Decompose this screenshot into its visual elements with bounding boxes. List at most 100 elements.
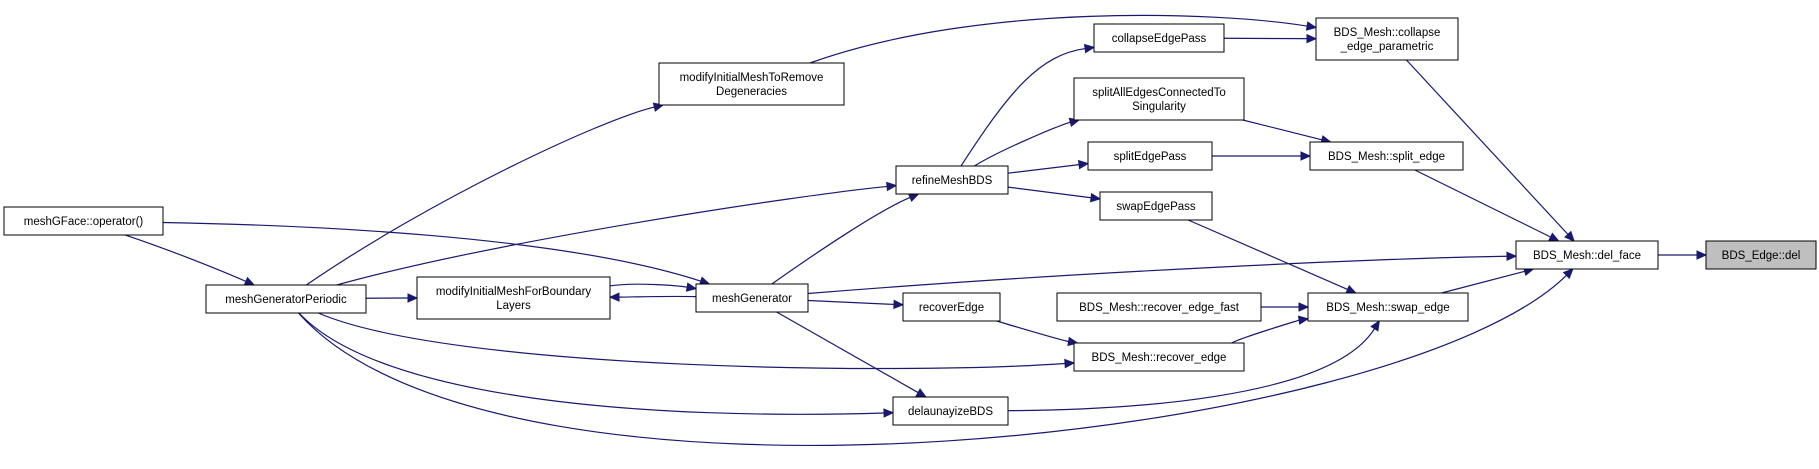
edge-arrowhead: [1564, 230, 1575, 242]
edge-line: [618, 295, 697, 298]
node-box: [658, 62, 845, 106]
node-label: Degeneracies: [716, 86, 787, 98]
node-label: refineMeshBDS: [912, 175, 993, 187]
edge-line: [162, 221, 701, 282]
node-label: BDS_Mesh::recover_edge: [1092, 352, 1227, 364]
node-label: BDS_Edge::del: [1722, 250, 1801, 262]
node-box: [695, 283, 809, 313]
edge-arrowhead: [608, 292, 620, 302]
edge-line: [1230, 319, 1300, 345]
edge-line: [809, 14, 1308, 64]
node-delface[interactable]: BDS_Mesh::del_face: [1515, 240, 1659, 270]
node-box: [1073, 77, 1245, 121]
node-box: [1099, 191, 1213, 221]
edge-line: [297, 274, 1567, 447]
node-split[interactable]: BDS_Mesh::split_edge: [1309, 141, 1464, 171]
node-ref[interactable]: refineMeshBDS: [895, 165, 1009, 195]
edge-arrowhead: [1077, 159, 1090, 170]
edge-line: [776, 311, 919, 394]
edge-mg-to-recover: [807, 299, 905, 310]
edge-line: [807, 255, 1508, 295]
edge-line: [771, 196, 911, 285]
edge-line: [1007, 328, 1376, 412]
edge-mgp-to-mimfbl: [365, 293, 419, 303]
node-box: [1087, 141, 1213, 171]
edge-mg-to-dela: [776, 311, 927, 398]
node-label: delaunayizeBDS: [908, 406, 993, 418]
edge-op-to-mgp: [125, 234, 256, 286]
edge-dela-to-swap: [1007, 319, 1380, 412]
node-box: [1315, 17, 1459, 61]
node-mg[interactable]: meshGenerator: [695, 283, 809, 313]
node-box: [895, 165, 1009, 195]
edge-arrowhead: [1548, 232, 1560, 242]
edge-arrowhead: [1083, 43, 1096, 54]
edge-line: [960, 47, 1086, 167]
edge-cep-to-collapse: [1223, 33, 1318, 44]
node-box: [1515, 240, 1659, 270]
edge-mgp-to-ref: [336, 181, 898, 286]
edge-mg-to-delface: [807, 251, 1518, 295]
edge-arrowhead: [1696, 250, 1708, 260]
edge-arrowhead: [1306, 33, 1318, 44]
edge-arrowhead: [886, 181, 898, 192]
node-op[interactable]: meshGFace::operator(): [3, 206, 164, 236]
edge-arrowhead: [407, 293, 419, 303]
edge-arrowhead: [1298, 302, 1310, 312]
edge-line: [1242, 119, 1323, 141]
node-label: collapseEdgePass: [1112, 33, 1207, 45]
edge-line: [336, 185, 888, 286]
edge-line: [807, 299, 895, 306]
edge-swp-to-swap: [1187, 219, 1357, 294]
edge-arrowhead: [915, 388, 927, 398]
node-swap[interactable]: BDS_Mesh::swap_edge: [1307, 292, 1469, 322]
node-label: meshGeneratorPeriodic: [225, 294, 347, 306]
node-cep[interactable]: collapseEdgePass: [1093, 23, 1225, 53]
edge-split-to-delface: [1414, 169, 1560, 242]
node-box: [1093, 23, 1225, 53]
edge-delface-to-del: [1658, 250, 1708, 260]
node-swp[interactable]: swapEdgePass: [1099, 191, 1213, 221]
edge-arrowhead: [1562, 268, 1574, 280]
edge-arrowhead: [1305, 21, 1318, 31]
edge-ref-to-sep: [1007, 159, 1090, 174]
node-label: modifyInitialMeshForBoundary: [436, 286, 592, 298]
node-label: meshGenerator: [712, 293, 792, 305]
node-dela[interactable]: delaunayizeBDS: [892, 396, 1009, 426]
edge-line: [1187, 219, 1348, 290]
edge-arrowhead: [1089, 192, 1102, 203]
node-mgp[interactable]: meshGeneratorPeriodic: [205, 284, 367, 314]
node-label: BDS_Mesh::swap_edge: [1326, 302, 1449, 314]
node-del[interactable]: BDS_Edge::del: [1705, 240, 1817, 270]
node-box: [1705, 240, 1817, 270]
node-recedge[interactable]: BDS_Mesh::recover_edge: [1073, 342, 1245, 372]
node-label: _edge_parametric: [1340, 41, 1434, 53]
edge-line: [974, 121, 1071, 167]
node-box: [416, 276, 611, 320]
node-ref_fast[interactable]: BDS_Mesh::recover_edge_fast: [1056, 292, 1262, 322]
node-label: BDS_Mesh::recover_edge_fast: [1079, 302, 1240, 314]
node-label: splitEdgePass: [1114, 151, 1187, 163]
edge-ref-to-swp: [1007, 186, 1102, 203]
node-collapse[interactable]: BDS_Mesh::collapse_edge_parametric: [1315, 17, 1459, 61]
edge-arrowhead: [1297, 315, 1310, 325]
node-box: [3, 206, 164, 236]
node-label: splitAllEdgesConnectedTo: [1092, 87, 1226, 99]
node-sep[interactable]: splitEdgePass: [1087, 141, 1213, 171]
edge-line: [1007, 186, 1092, 199]
edge-saectos-to-split: [1242, 119, 1332, 145]
edge-arrowhead: [1064, 358, 1076, 369]
edge-arrowhead: [1300, 151, 1312, 161]
edge-mg-to-mimfbl: [608, 292, 697, 302]
edge-line: [125, 234, 247, 282]
node-label: BDS_Mesh::del_face: [1533, 250, 1641, 262]
node-box: [1309, 141, 1464, 171]
node-recover[interactable]: recoverEdge: [902, 292, 1001, 322]
node-label: modifyInitialMeshToRemove: [680, 72, 824, 84]
node-label: recoverEdge: [919, 302, 984, 314]
edge-mg-to-ref: [771, 193, 920, 285]
node-box: [892, 396, 1009, 426]
